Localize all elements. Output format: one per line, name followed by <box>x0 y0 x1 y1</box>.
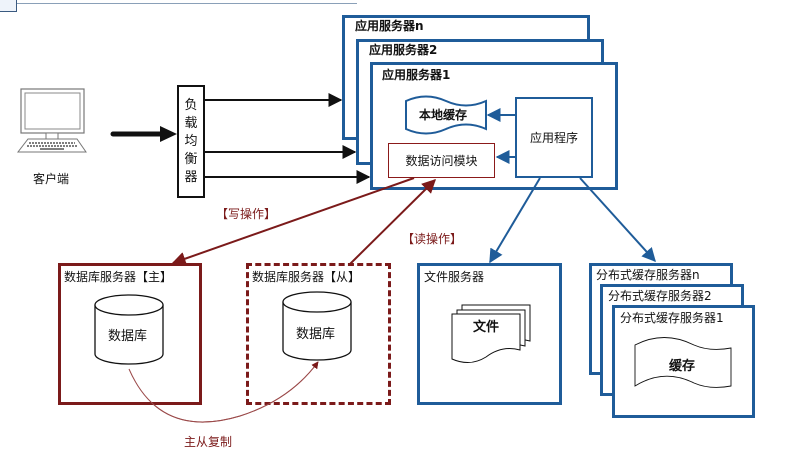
app-server-n-label: 应用服务器n <box>355 19 424 33</box>
computer-icon <box>16 88 87 153</box>
lb-char: 均 <box>184 133 198 149</box>
app-server-1-label: 应用服务器1 <box>382 68 451 82</box>
top-fragment-line <box>17 0 357 4</box>
lb-char: 器 <box>184 169 198 185</box>
file-server-label: 文件服务器 <box>424 270 485 284</box>
load-balancer: 负 载 均 衡 器 <box>177 85 205 198</box>
db-slave-label: 数据库服务器【从】 <box>252 270 361 284</box>
db-master-label: 数据库服务器【主】 <box>64 270 173 284</box>
file-doc-label: 文件 <box>473 320 500 335</box>
application-box: 应用程序 <box>515 97 593 178</box>
application-label: 应用程序 <box>529 130 578 145</box>
data-access-module: 数据访问模块 <box>388 143 495 178</box>
read-operation-label: 【读操作】 <box>402 232 463 246</box>
data-access-module-label: 数据访问模块 <box>405 153 478 168</box>
db-slave-server: 数据库服务器【从】 <box>246 263 391 405</box>
write-operation-label: 【写操作】 <box>216 207 277 221</box>
top-fragment-box <box>0 0 17 12</box>
cache-server-1-label: 分布式缓存服务器1 <box>620 311 724 325</box>
db-master-db-label: 数据库 <box>108 329 148 344</box>
cache-server-2-label: 分布式缓存服务器2 <box>608 289 712 303</box>
app-server-2-label: 应用服务器2 <box>369 43 438 57</box>
db-slave-db-label: 数据库 <box>296 327 336 342</box>
local-cache-label: 本地缓存 <box>419 108 468 122</box>
lb-char: 载 <box>184 115 198 131</box>
cache-content-label: 缓存 <box>669 359 696 374</box>
replication-label: 主从复制 <box>184 435 233 449</box>
cache-server-n-label: 分布式缓存服务器n <box>596 268 700 282</box>
client-label: 客户端 <box>33 172 70 186</box>
lb-char: 衡 <box>184 151 198 167</box>
lb-char: 负 <box>184 97 198 113</box>
